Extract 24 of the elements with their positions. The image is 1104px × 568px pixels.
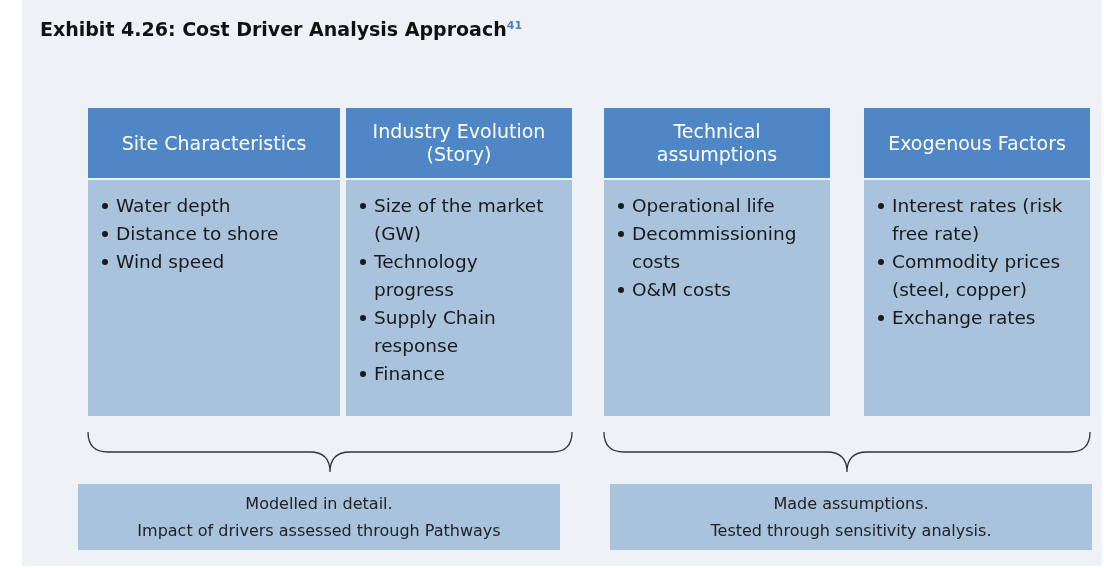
bullet-text: Distance to shore [116,222,279,246]
column-header: Exogenous Factors [864,108,1090,178]
bullet-text: Size of the market (GW) [374,194,545,246]
summary-text: Made assumptions. [773,494,929,513]
bullet-text: Decommissioning costs [632,222,798,274]
summary-box [610,484,1092,550]
column-header: Site Characteristics [88,108,340,178]
column-header: Industry Evolution (Story) [346,108,572,178]
bullet-text: Finance [374,362,445,386]
bullet-text: O&M costs [632,278,731,302]
summary-text: Modelled in detail. [245,494,393,513]
bullet-text: Interest rates (risk free rate) [892,194,1064,246]
bullet-text: Exchange rates [892,306,1036,330]
bullet-text: Technology progress [374,250,479,302]
summary-text: Impact of drivers assessed through Pathways [137,521,501,540]
column-header: Technical assumptions [604,108,830,178]
summary-text: Tested through sensitivity analysis. [710,521,992,540]
bullet-text: Supply Chain response [374,306,497,358]
title: Exhibit 4.26: Cost Driver Analysis Approach$^{41}$ [40,18,523,40]
bullet-text: Wind speed [116,250,225,274]
bullet-text: Commodity prices (steel, copper) [892,250,1062,302]
bullet-text: Water depth [116,194,231,218]
summary-box [78,484,560,550]
bullet-text: Operational life [632,194,775,218]
